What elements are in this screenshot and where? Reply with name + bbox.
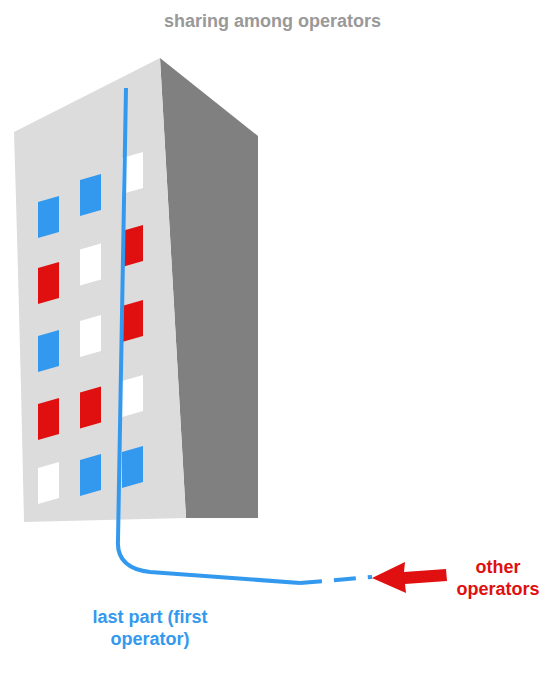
window xyxy=(80,315,101,357)
window xyxy=(80,387,101,429)
window xyxy=(122,375,143,417)
arrow-label: other operators xyxy=(455,556,541,600)
window xyxy=(38,196,59,238)
window xyxy=(80,244,101,286)
diagram-title: sharing among operators xyxy=(0,10,545,32)
window xyxy=(122,300,143,342)
window xyxy=(80,454,101,496)
window-group xyxy=(38,152,143,504)
window xyxy=(38,262,59,304)
cable-dashed xyxy=(300,577,372,583)
cable-line xyxy=(118,88,300,583)
cable-label: last part (first operator) xyxy=(70,606,230,650)
red-arrow xyxy=(372,562,447,593)
building-front xyxy=(14,58,186,522)
window xyxy=(122,446,143,488)
window xyxy=(38,398,59,440)
window xyxy=(38,462,59,504)
window xyxy=(38,330,59,372)
window xyxy=(80,174,101,216)
